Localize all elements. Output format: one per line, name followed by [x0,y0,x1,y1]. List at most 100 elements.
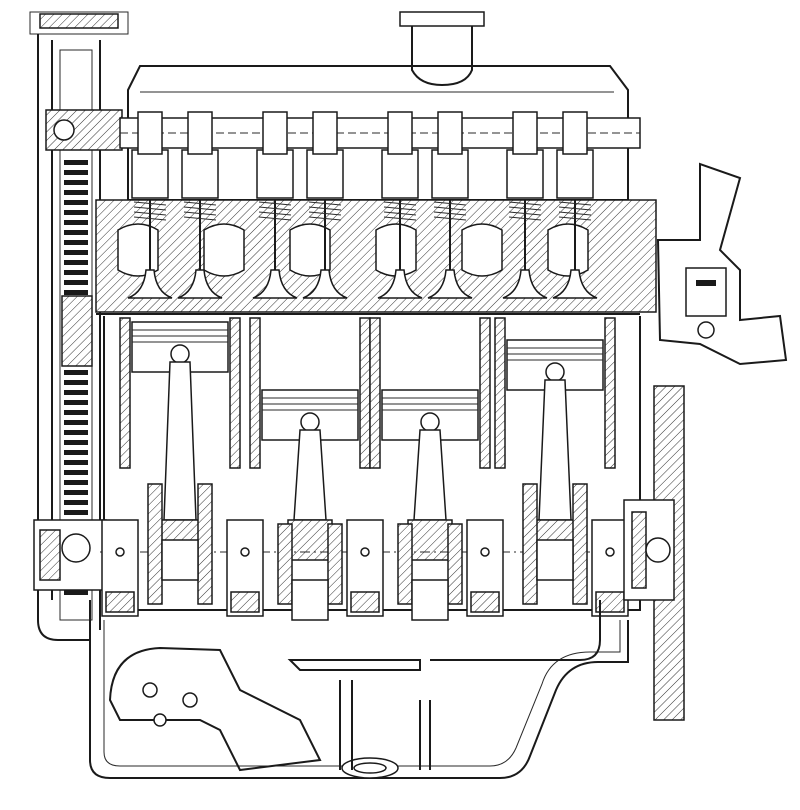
valve-spring-coil [258,216,292,221]
valve-head [427,269,473,299]
belt-tooth [64,450,88,455]
valve-spring-coil [258,211,292,216]
oil-gallery [480,547,490,557]
gudgeon-pin [300,412,320,432]
cam-lobe [137,111,163,155]
cam-lobe [437,111,463,155]
belt-tooth [64,270,88,275]
cam-follower [181,149,219,199]
valve-head [127,269,173,299]
valve-head [302,269,348,299]
valve-spring-coil [183,216,217,221]
valve-spring-coil [433,206,467,211]
belt-tooth [64,380,88,385]
main-bearing-cap [105,591,135,613]
head-port [203,223,245,277]
belt-tooth [64,250,88,255]
cam-follower [381,149,419,199]
valve-spring-coil [308,216,342,221]
cam-lobe [187,111,213,155]
valves [127,200,598,299]
belt-tooth [64,200,88,205]
valve-spring-coil [433,201,467,206]
valve-spring-coil [133,201,167,206]
crank-pin [291,579,329,621]
belt-tooth [64,390,88,395]
valve-spring-coil [558,211,592,216]
valve-head [552,269,598,299]
crankshaft [100,483,680,621]
crank-pin [411,579,449,621]
belt-tooth [64,460,88,465]
head-port [375,223,417,277]
cam-lobe [562,111,588,155]
valve-spring-coil [508,201,542,206]
valve-spring-coil [133,206,167,211]
oil-pickup-pipe [287,600,601,770]
head-port [461,223,503,277]
cylinder-wall [229,317,241,469]
crank-web [397,523,413,605]
cylinder-block [103,316,641,611]
oil-gallery [360,547,370,557]
cylinder-wall [119,317,131,469]
valve-spring-coil [183,211,217,216]
main-bearing-cap [230,591,260,613]
main-bearing-cap [470,591,500,613]
cam-follower [306,149,344,199]
belt-tooth [64,240,88,245]
connecting-rod [163,361,197,521]
valve-head [177,269,223,299]
crank-web [522,483,538,605]
crank-web [327,523,343,605]
cam-lobe [312,111,338,155]
valve-spring-coil [433,211,467,216]
belt-tooth [64,440,88,445]
cam-follower [556,149,594,199]
valve-spring-coil [133,211,167,216]
belt-tooth [64,160,88,165]
gudgeon-pin [420,412,440,432]
belt-tooth [64,420,88,425]
crank-pin [161,539,199,581]
belt-tooth [64,470,88,475]
cam-lobe [512,111,538,155]
valve-spring-coil [433,216,467,221]
cam-follower [506,149,544,199]
crank-web [197,483,213,605]
crank-web [447,523,463,605]
valve-spring-coil [508,216,542,221]
belt-tooth [64,260,88,265]
valve-spring-coil [258,201,292,206]
valve-spring-coil [508,206,542,211]
valve-spring-coil [308,201,342,206]
flywheel [623,385,685,721]
valve-spring-coil [183,206,217,211]
belt-tooth [64,230,88,235]
head-port [547,223,589,277]
oil-gallery [240,547,250,557]
crank-web [572,483,588,605]
head-port [289,223,331,277]
thermostat-housing [656,162,788,366]
connecting-rod [413,429,447,521]
valve-head [252,269,298,299]
valve-spring-coil [308,211,342,216]
belt-tooth [64,510,88,515]
connecting-rod [538,379,572,521]
crank-pulley [33,295,107,591]
valve-spring-coil [558,206,592,211]
connecting-rod [293,429,327,521]
main-bearing-cap [595,591,625,613]
valve-spring-coil [183,201,217,206]
cylinder-head [95,199,657,313]
belt-tooth [64,430,88,435]
valve-spring-coil [133,216,167,221]
valve-spring-coil [508,211,542,216]
valve-spring-coil [383,206,417,211]
gudgeon-pin [545,362,565,382]
belt-tooth [64,210,88,215]
belt-tooth [64,220,88,225]
belt-tooth [64,180,88,185]
